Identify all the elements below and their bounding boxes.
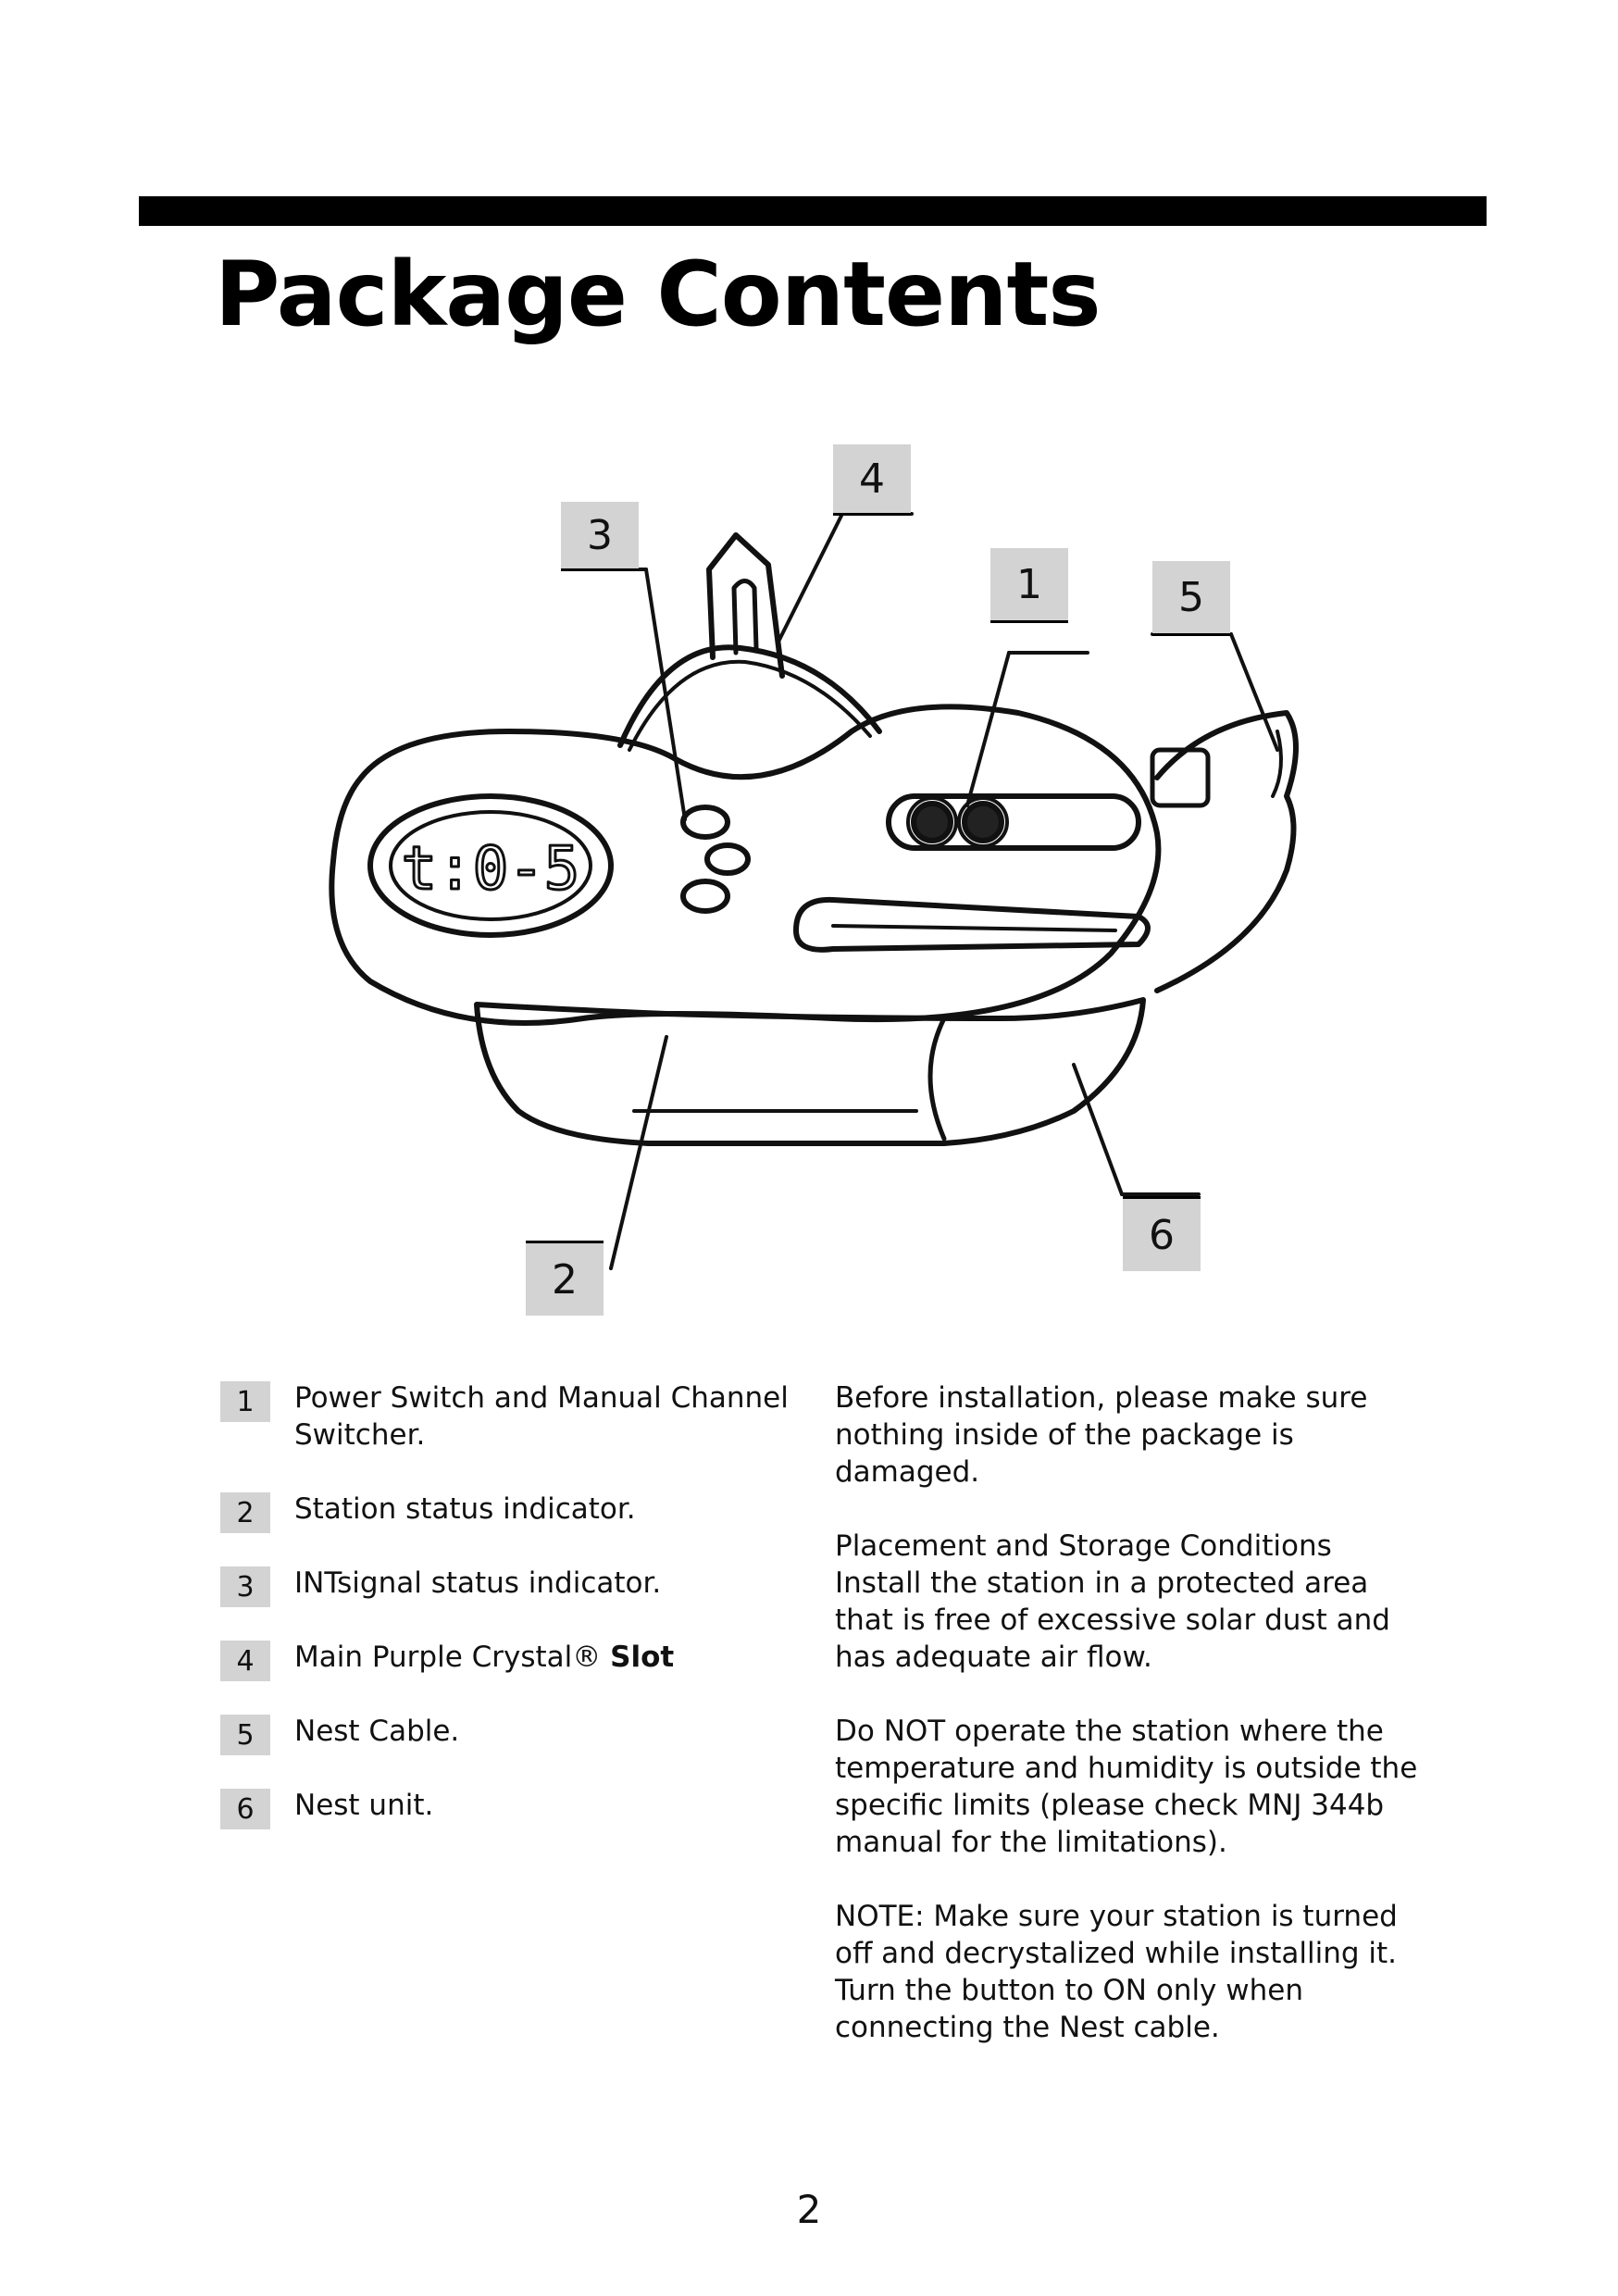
top-rule [139,196,1487,226]
legend-text: INTsignal status indicator. [294,1566,662,1600]
leader-line-2 [609,1035,668,1270]
legend-item: 3 INTsignal status indicator. [220,1565,794,1607]
placement-section: Placement and Storage Conditions Install… [835,1528,1427,1676]
callout-4: 4 [833,444,911,516]
placement-heading: Placement and Storage Conditions [835,1529,1332,1563]
legend-number: 3 [220,1566,270,1607]
legend-number: 2 [220,1492,270,1533]
indicator-button-top [680,805,730,840]
leader-line-1 [965,651,1011,807]
cable-arc [617,644,882,748]
legend-item: 5 Nest Cable. [220,1713,794,1755]
callout-3: 3 [561,502,639,571]
vent-slot [793,896,1151,953]
nest-unit [474,997,1146,1146]
channel-knob-right [962,801,1004,843]
legend-number: 5 [220,1715,270,1755]
cable-port [1154,710,1299,993]
leader-line-5 [1229,632,1279,752]
power-switch-pill [886,793,1141,851]
page-number: 2 [796,2187,822,2232]
indicator-button-low [680,879,730,914]
legend-item: 1 Power Switch and Manual Channel Switch… [220,1379,794,1454]
legend-text: Main Purple Crystal® Slot [294,1641,675,1674]
display-oval [367,793,614,938]
main-body [329,704,1162,1026]
legend-item: 2 Station status indicator. [220,1491,794,1533]
callout-6: 6 [1123,1196,1201,1271]
callout-5: 5 [1152,561,1230,636]
leader-line-3 [644,568,687,821]
channel-knob-left [911,801,953,843]
leader-line-4 [776,512,844,645]
notes-warning: NOTE: Make sure your station is turned o… [835,1900,1398,2044]
placement-body: Install the station in a protected area … [835,1566,1390,1674]
legend-text: Power Switch and Manual Channel Switcher… [294,1381,789,1452]
display-glyphs: t:0-5 [402,835,580,904]
leader-line-6 [1072,1063,1124,1196]
legend-text: Station status indicator. [294,1492,636,1526]
indicator-button-mid [704,842,751,876]
device-diagram: t:0-5 1 2 3 4 5 6 [278,426,1388,1333]
notes-intro: Before installation, please make sure no… [835,1381,1368,1489]
legend-text: Nest Cable. [294,1715,460,1748]
installation-notes: Before installation, please make sure no… [835,1379,1427,2083]
crystal-slot-fin [706,532,785,679]
device-illustration: t:0-5 [329,512,1299,1270]
callout-2: 2 [526,1241,604,1316]
legend-item: 4 Main Purple Crystal® Slot [220,1639,794,1681]
legend-text: Nest unit. [294,1789,434,1822]
legend-number: 1 [220,1381,270,1422]
legend-item: 6 Nest unit. [220,1787,794,1829]
notes-operate: Do NOT operate the station where the tem… [835,1715,1418,1859]
legend-number: 4 [220,1641,270,1681]
legend-number: 6 [220,1789,270,1829]
callout-1: 1 [990,548,1068,623]
page-title: Package Contents [215,243,1101,346]
